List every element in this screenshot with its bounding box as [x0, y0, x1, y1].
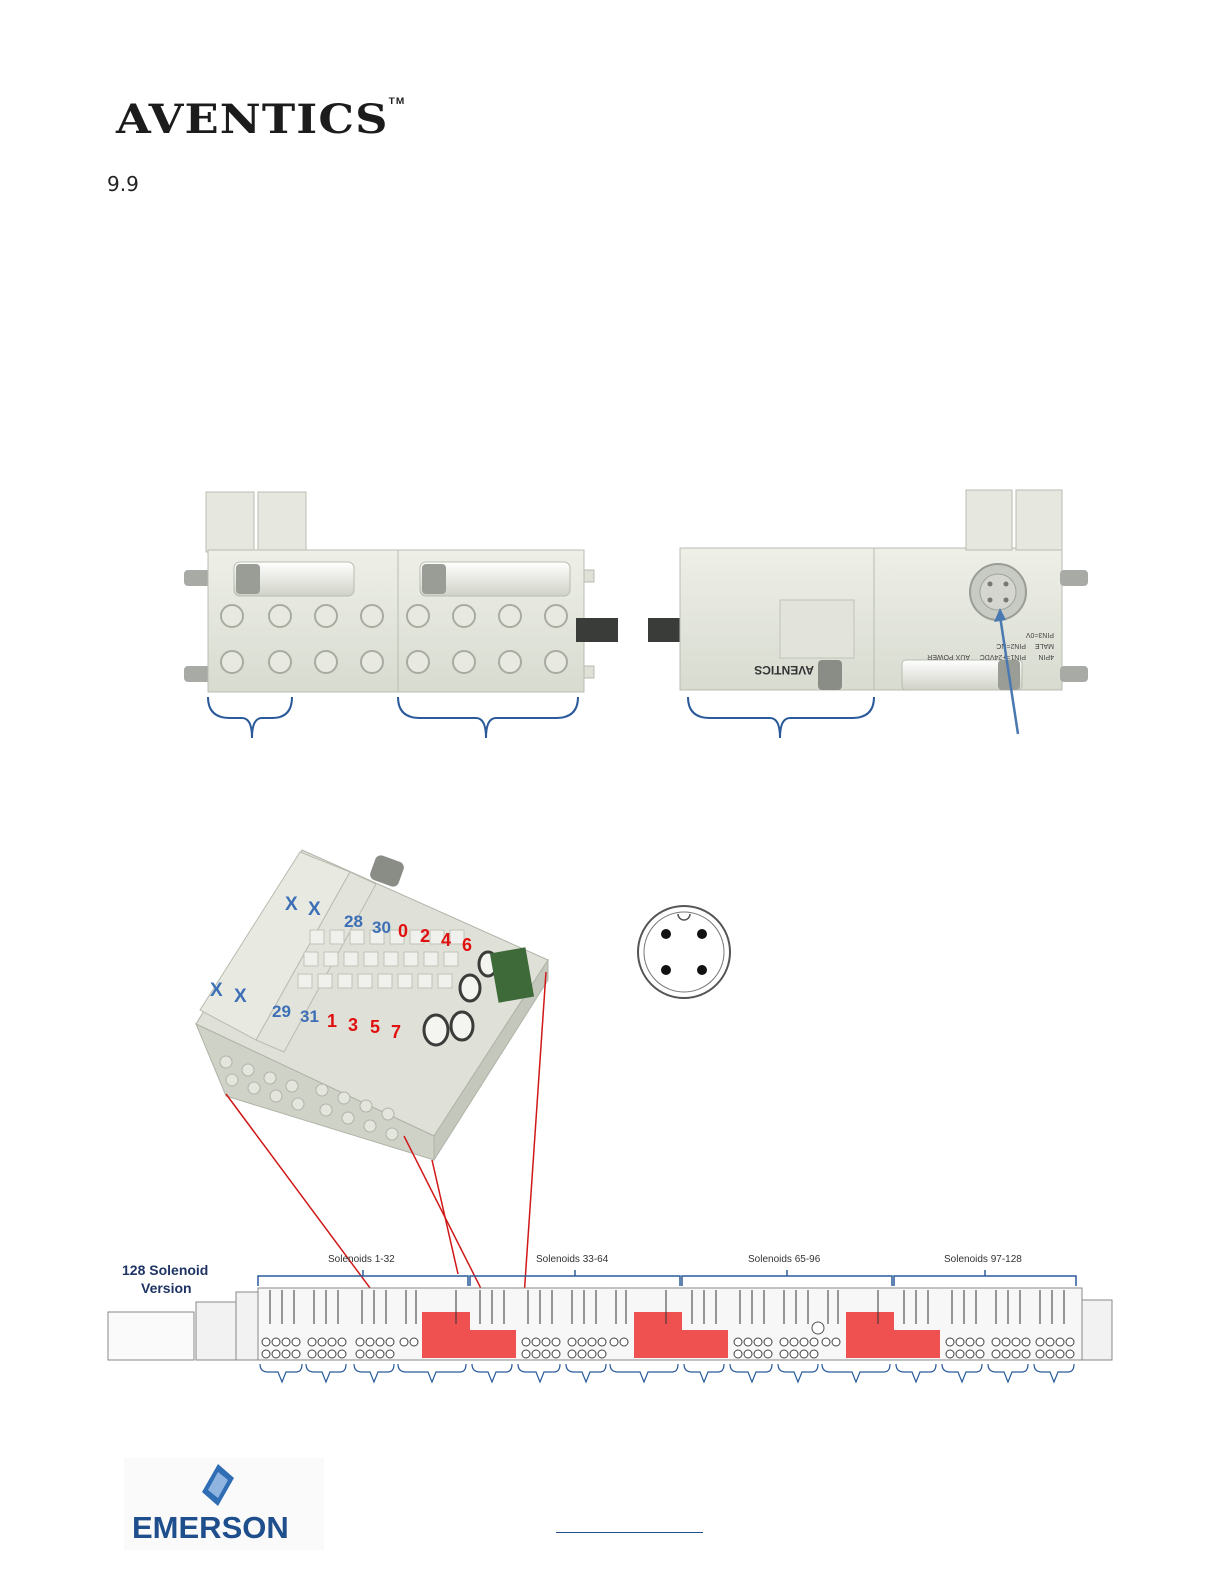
module-brand-text: AVENTICS: [754, 663, 814, 677]
aux-power-connector: [970, 564, 1026, 620]
solenoid-number-1: 1: [327, 1011, 337, 1031]
solenoid-number-5: 5: [370, 1017, 380, 1037]
x-mark-1: X: [285, 894, 298, 915]
solenoid-number-31: 31: [300, 1007, 319, 1026]
group-label-65-96: Solenoids 65-96: [748, 1254, 821, 1265]
group-label-33-64: Solenoids 33-64: [536, 1254, 609, 1265]
x-mark-2: X: [308, 899, 321, 920]
solenoid-number-7: 7: [391, 1022, 401, 1042]
isometric-manifold: X X X X 28 30 0 2 4 6 29 31 1 3 5 7: [196, 850, 548, 1160]
solenoid-number-29: 29: [272, 1002, 291, 1021]
strip-valve-braces: [260, 1364, 1074, 1382]
side-view-left: [184, 492, 618, 692]
connector-line-3: PIN1=+24VDC: [980, 653, 1026, 660]
solenoid-number-30: 30: [372, 918, 391, 937]
x-mark-4: X: [234, 986, 247, 1007]
solenoid-number-6: 6: [462, 935, 472, 955]
version-label-line2: Version: [141, 1280, 192, 1296]
solenoid-strip: 128 Solenoid Version: [108, 1254, 1112, 1382]
emerson-wordmark: EMERSON: [132, 1510, 289, 1546]
version-label-line1: 128 Solenoid: [122, 1262, 208, 1278]
connector-line-2: MALE: [1035, 642, 1054, 649]
four-pin-symbol: [638, 906, 730, 998]
solenoid-number-28: 28: [344, 912, 363, 931]
emerson-logo: EMERSON: [124, 1458, 324, 1550]
connector-line-4: AUX POWER: [927, 653, 970, 660]
connector-line-6: PIN3=0V: [1025, 631, 1054, 638]
solenoid-number-3: 3: [348, 1015, 358, 1035]
side-view-right: AVENTICS 4PIN MALE PIN1=+24VDC AUX POWER…: [648, 490, 1088, 734]
solenoid-number-4: 4: [441, 930, 451, 950]
connector-line-5: PIN2=NC: [996, 642, 1026, 649]
connector-line-1: 4PIN: [1038, 653, 1054, 660]
footer-rule: [556, 1532, 703, 1533]
x-mark-3: X: [210, 980, 223, 1001]
group-label-1-32: Solenoids 1-32: [328, 1254, 395, 1265]
solenoid-number-0: 0: [398, 921, 408, 941]
group-label-97-128: Solenoids 97-128: [944, 1254, 1022, 1265]
side-view-braces: [208, 697, 874, 738]
solenoid-number-2: 2: [420, 926, 430, 946]
strip-group-braces: [258, 1270, 1076, 1286]
